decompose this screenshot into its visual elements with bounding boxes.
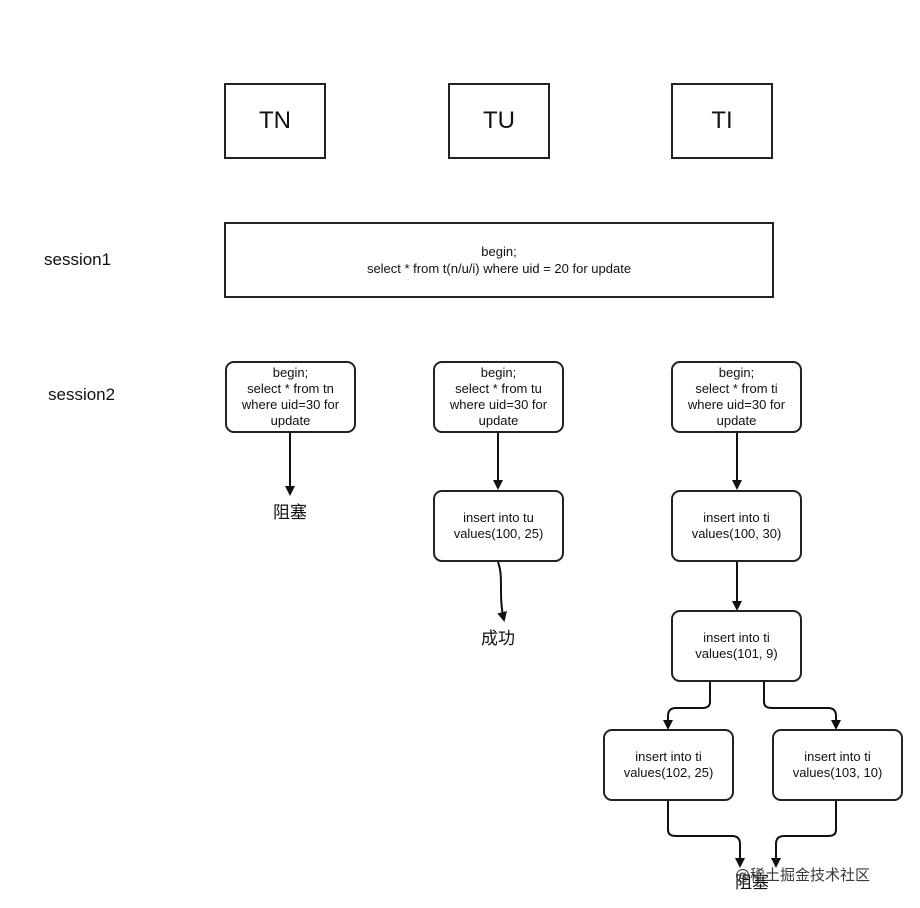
tn-result-blocked: 阻塞 bbox=[273, 503, 307, 523]
arrow-tu-insert-to-result bbox=[497, 561, 507, 622]
tu-insert-box: insert into tu values(100, 25) bbox=[433, 490, 564, 562]
tn-select-line: begin; bbox=[272, 365, 309, 380]
ti-insert-line: values(102, 25) bbox=[623, 765, 714, 780]
tn-select-line: update bbox=[270, 413, 311, 428]
header-ti-label: TI bbox=[711, 107, 733, 134]
tn-select-box: begin; select * from tn where uid=30 for… bbox=[225, 361, 356, 433]
ti-select-line: where uid=30 for bbox=[687, 397, 786, 412]
ti-select-line: update bbox=[716, 413, 757, 428]
arrow-ti-insert4-to-result bbox=[771, 800, 837, 868]
tu-select-line: select * from tu bbox=[455, 381, 542, 396]
arrow-ti-insert3-to-result bbox=[667, 800, 745, 868]
tu-select-line: update bbox=[478, 413, 519, 428]
watermark: @稀土掘金技术社区 bbox=[735, 866, 871, 884]
ti-select-line: begin; bbox=[718, 365, 755, 380]
ti-insert-box-3: insert into ti values(102, 25) bbox=[603, 729, 734, 801]
header-tu: TU bbox=[448, 83, 550, 159]
tu-select-line: begin; bbox=[480, 365, 517, 380]
ti-insert-line: values(100, 30) bbox=[691, 526, 782, 541]
session1-statement-box: begin; select * from t(n/u/i) where uid … bbox=[224, 222, 774, 298]
ti-insert-box-1: insert into ti values(100, 30) bbox=[671, 490, 802, 562]
tn-select-line: select * from tn bbox=[247, 381, 334, 396]
ti-insert-line: values(103, 10) bbox=[792, 765, 883, 780]
ti-select-box: begin; select * from ti where uid=30 for… bbox=[671, 361, 802, 433]
ti-insert-line: insert into ti bbox=[703, 630, 770, 645]
header-tu-label: TU bbox=[483, 107, 515, 134]
arrow-ti-insert2-to-insert3 bbox=[663, 681, 711, 730]
header-tn: TN bbox=[224, 83, 326, 159]
tu-insert-line: insert into tu bbox=[463, 510, 534, 525]
tu-select-line: where uid=30 for bbox=[449, 397, 548, 412]
session1-line-1: begin; bbox=[481, 244, 517, 259]
ti-insert-line: insert into ti bbox=[703, 510, 770, 525]
tu-select-box: begin; select * from tu where uid=30 for… bbox=[433, 361, 564, 433]
session1-label: session1 bbox=[44, 250, 112, 269]
ti-insert-box-4: insert into ti values(103, 10) bbox=[772, 729, 903, 801]
ti-insert-box-2: insert into ti values(101, 9) bbox=[671, 610, 802, 682]
header-tn-label: TN bbox=[259, 107, 291, 134]
session1-line-2: select * from t(n/u/i) where uid = 20 fo… bbox=[366, 261, 632, 276]
ti-select-line: select * from ti bbox=[695, 381, 778, 396]
tu-insert-line: values(100, 25) bbox=[453, 526, 544, 541]
ti-insert-line: insert into ti bbox=[804, 749, 871, 764]
tu-result-success: 成功 bbox=[481, 629, 515, 649]
session2-label: session2 bbox=[48, 385, 116, 404]
ti-result-blocked: 阻塞 bbox=[735, 873, 769, 893]
arrow-ti-insert2-to-insert4 bbox=[763, 681, 841, 730]
tn-select-line: where uid=30 for bbox=[241, 397, 340, 412]
ti-insert-line: values(101, 9) bbox=[695, 646, 778, 661]
ti-insert-line: insert into ti bbox=[635, 749, 702, 764]
header-ti: TI bbox=[671, 83, 773, 159]
